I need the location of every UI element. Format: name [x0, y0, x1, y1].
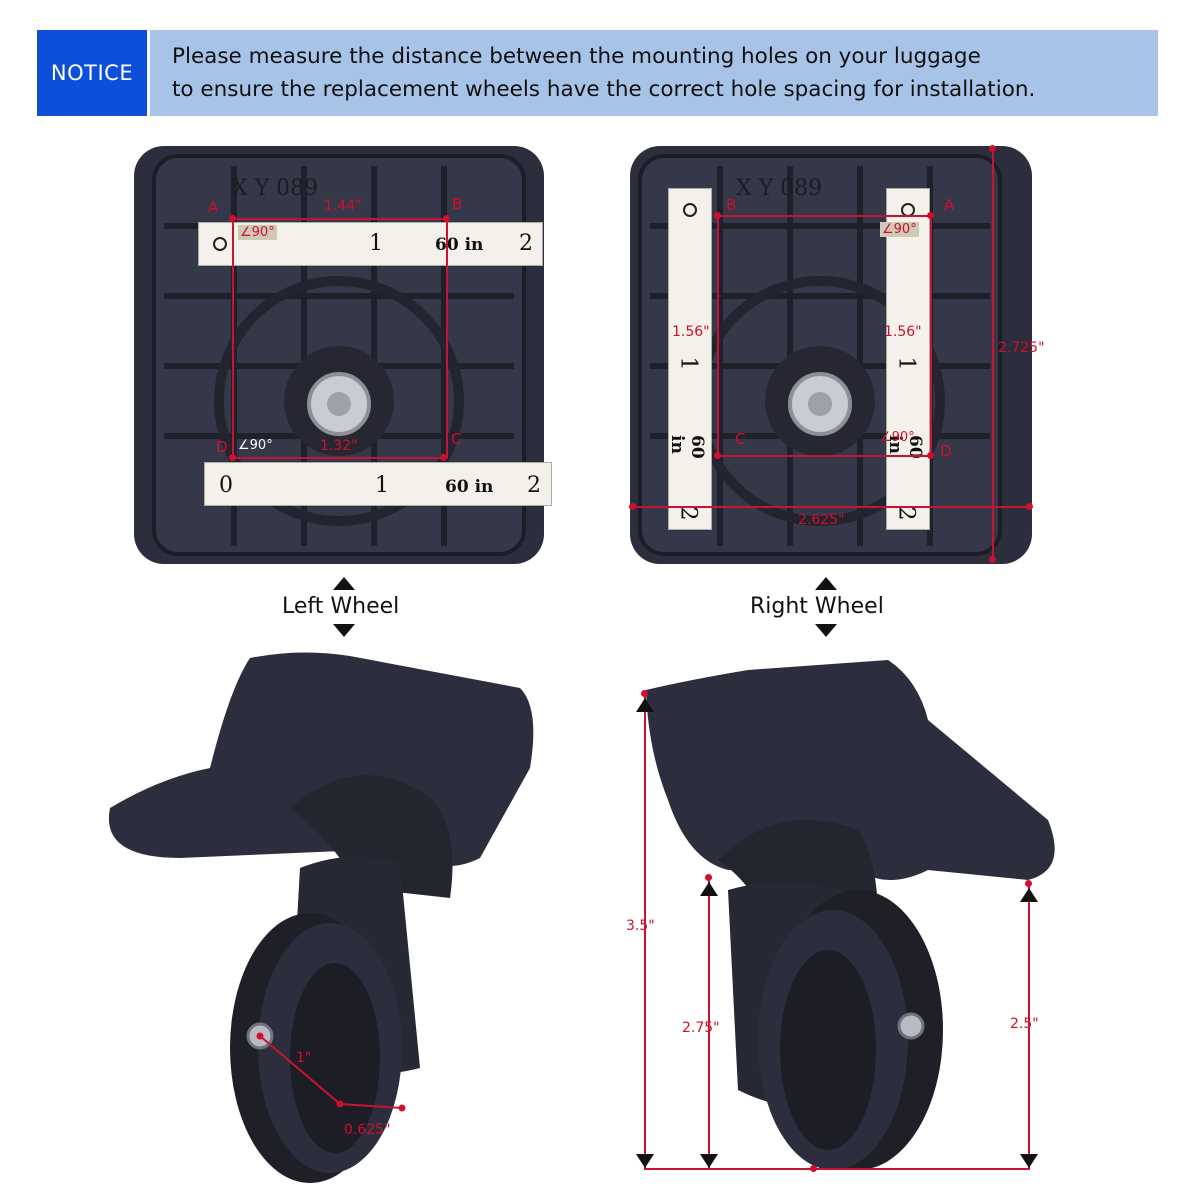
notice-label: NOTICE: [37, 30, 147, 116]
axle-height-top-dot: [1025, 880, 1032, 887]
ruler-mark-2: 2: [519, 231, 533, 256]
ruler-mark-2: 2: [675, 506, 701, 521]
ruler-mark-1: 1: [675, 356, 701, 371]
right-right-ruler: 1 60 in 2: [885, 188, 930, 530]
left-point-c-dot: [440, 454, 447, 461]
ruler-mark-1: 1: [893, 356, 919, 371]
left-point-a-dot: [229, 215, 236, 222]
right-width-dim-line: [632, 506, 1030, 508]
left-wheel-image: [108, 652, 534, 1183]
right-wheel-caption: Right Wheel: [750, 594, 884, 619]
left-angle-top: ∠90°: [238, 225, 277, 240]
right-right-dim-line: [930, 215, 932, 457]
right-angle-bottom: ∠90°: [880, 430, 915, 445]
right-brand-text: X Y 089: [736, 176, 823, 201]
left-wheel-width-label: 0.625": [344, 1122, 391, 1138]
left-top-dim-line: [232, 218, 448, 220]
right-width-right-dot: [1026, 503, 1033, 510]
left-left-dim-line: [232, 218, 234, 458]
left-point-c: C: [451, 430, 462, 448]
total-height-top-dot: [641, 690, 648, 697]
axle-height-arrow-up-icon: [1020, 888, 1038, 902]
left-right-dim-line: [446, 218, 448, 458]
right-left-ruler: 1 60 in 2: [667, 188, 712, 530]
left-angle-bottom: ∠90°: [238, 438, 273, 453]
notice-text: Please measure the distance between the …: [150, 30, 1158, 116]
ruler-hole: [213, 237, 227, 251]
right-width-dim-label: 2.625": [798, 512, 845, 528]
notice-line-1: Please measure the distance between the …: [172, 44, 981, 69]
mid-height-arrow-down-icon: [700, 1154, 718, 1168]
right-point-c-dot: [714, 452, 721, 459]
right-bottom-dim-line: [717, 455, 932, 457]
right-wheel-axle-height-line: [1028, 884, 1030, 1170]
left-mounting-plate: X Y 089: [134, 146, 544, 564]
notice-bar: NOTICE Please measure the distance betwe…: [37, 30, 1158, 116]
right-wheel-mid-height-label: 2.75": [682, 1020, 720, 1036]
left-caption-arrow-down-icon: [333, 624, 355, 637]
left-bottom-ruler: 0 1 60 in 2: [204, 462, 552, 506]
left-wheel-radius-label: 1": [296, 1050, 312, 1066]
right-wheel-axle-height-label: 2.5": [1010, 1016, 1039, 1032]
right-height-top-dot: [989, 145, 996, 152]
right-right-dim-label: 1.56": [884, 324, 922, 340]
right-height-dim-label: 2.725": [998, 340, 1045, 356]
ruler-unit: 60 in: [667, 435, 707, 459]
left-point-a: A: [208, 198, 219, 216]
left-point-d-dot: [229, 454, 236, 461]
right-left-dim-label: 1.56": [672, 324, 710, 340]
ruler-mark-1: 1: [375, 473, 389, 498]
ruler-mark-2: 2: [893, 506, 919, 521]
right-angle-top: ∠90°: [880, 222, 919, 237]
right-caption-arrow-down-icon: [815, 624, 837, 637]
right-height-dim-line: [992, 148, 994, 560]
right-height-bottom-dot: [989, 556, 996, 563]
right-point-a-dot: [927, 212, 934, 219]
ruler-unit: 60 in: [435, 235, 484, 255]
ruler-mark-2: 2: [527, 473, 541, 498]
mid-height-top-dot: [705, 874, 712, 881]
left-point-d: D: [216, 438, 228, 456]
ruler-mark-1: 1: [369, 231, 383, 256]
base-center-dot: [810, 1165, 817, 1172]
left-point-b: B: [452, 195, 463, 213]
left-brand-text: X Y 089: [232, 176, 319, 201]
left-point-b-dot: [443, 215, 450, 222]
right-point-b-dot: [714, 212, 721, 219]
left-caption-arrow-up-icon: [333, 577, 355, 590]
mid-height-arrow-up-icon: [700, 882, 718, 896]
ruler-hole: [683, 203, 697, 217]
right-point-d: D: [940, 442, 952, 460]
right-left-dim-line: [717, 215, 719, 457]
ruler-mark-0: 0: [219, 473, 233, 498]
right-caption-arrow-up-icon: [815, 577, 837, 590]
ruler-unit: 60 in: [445, 477, 494, 497]
right-point-c: C: [735, 430, 746, 448]
right-wheel-base-line: [644, 1168, 1030, 1170]
right-wheel-total-height-label: 3.5": [626, 918, 655, 934]
right-point-a: A: [944, 196, 955, 214]
left-wheel-caption: Left Wheel: [282, 594, 400, 619]
total-height-arrow-up-icon: [636, 698, 654, 712]
right-wheel-total-height-line: [644, 694, 646, 1170]
axle-height-arrow-down-icon: [1020, 1154, 1038, 1168]
right-top-dim-line: [717, 215, 932, 217]
right-point-b: B: [726, 196, 737, 214]
right-wheel-mid-height-line: [708, 878, 710, 1170]
total-height-arrow-down-icon: [636, 1154, 654, 1168]
left-bottom-dim-label: 1.32": [320, 438, 358, 454]
right-point-d-dot: [927, 452, 934, 459]
notice-line-2: to ensure the replacement wheels have th…: [172, 77, 1036, 102]
left-top-dim-label: 1.44": [324, 198, 362, 214]
right-width-left-dot: [629, 503, 636, 510]
right-wheel-image: [646, 660, 1055, 1170]
left-bottom-dim-line: [232, 457, 443, 459]
